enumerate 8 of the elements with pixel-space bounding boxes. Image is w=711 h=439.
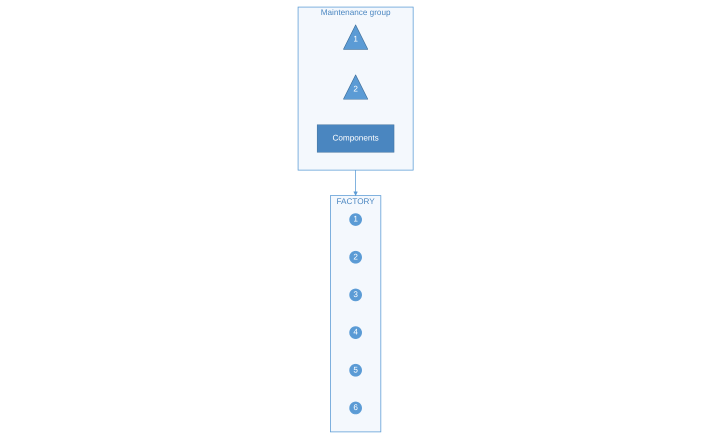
node-circle: 2 bbox=[349, 250, 362, 264]
arrow bbox=[353, 170, 358, 196]
node-circle: 6 bbox=[349, 402, 362, 414]
node-circle: 3 bbox=[349, 288, 362, 302]
node-circle: 1 bbox=[349, 213, 362, 226]
node-circle: 4 bbox=[349, 326, 362, 339]
node-box: Components bbox=[316, 124, 394, 153]
node-circle: 5 bbox=[349, 364, 362, 377]
